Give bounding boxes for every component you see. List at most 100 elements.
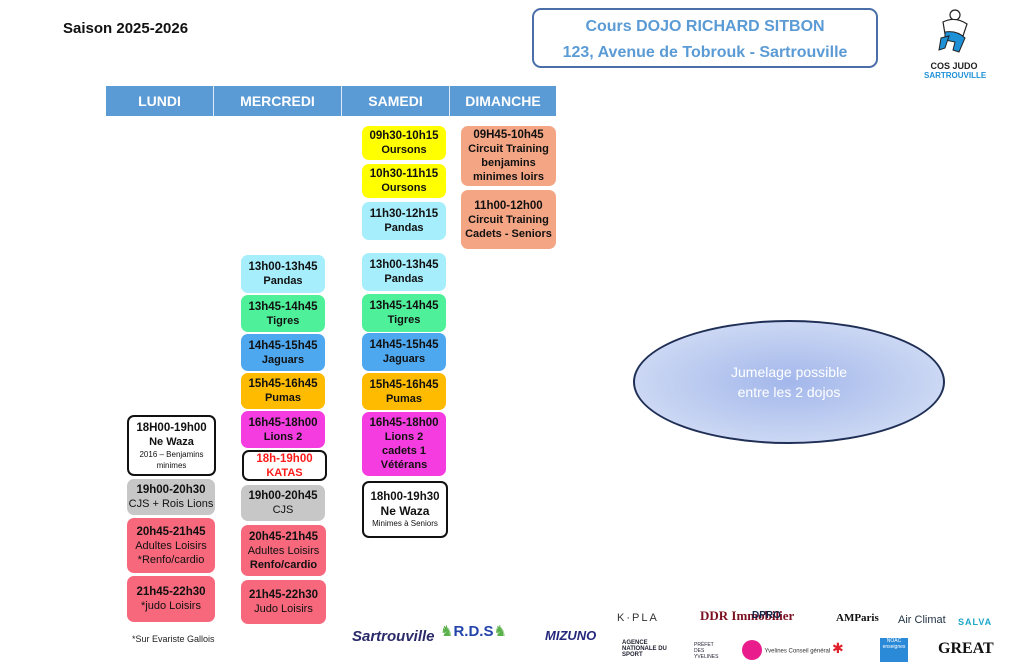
dojo-address: 123, Avenue de Tobrouk - Sartrouville	[562, 44, 848, 61]
slot-group: Jaguars	[382, 353, 426, 365]
slot-time: 18h00-19h30	[370, 491, 440, 503]
jumelage-line1: Jumelage possible	[731, 364, 847, 380]
slot-group: Ne Waza	[380, 504, 430, 518]
slot-line3: cadets 1	[381, 445, 427, 457]
mercredi-slot-jaguars: 14h45-15h45 Jaguars	[241, 334, 325, 371]
slot-group: Pumas	[385, 392, 423, 405]
slot-line3: Cadets - Seniors	[465, 227, 552, 240]
mercredi-slot-tigres: 13h45-14h45 Tigres	[241, 295, 325, 332]
slot-line3: benjamins	[481, 157, 536, 169]
slot-group: Oursons	[381, 182, 427, 194]
slot-group: CJS + Rois Lions	[128, 498, 214, 510]
mercredi-slot-judo-loisirs: 21h45-22h30 Judo Loisirs	[241, 580, 326, 624]
logo-text-sartrouville: SARTROUVILLE	[924, 71, 987, 80]
slot-sub: Minimes à Seniors	[372, 519, 438, 528]
slot-extra: Renfo/cardio	[249, 558, 318, 571]
samedi-slot-pandas-1: 11h30-12h15 Pandas	[362, 202, 446, 240]
samedi-slot-pandas-2: 13h00-13h45 Pandas	[362, 253, 446, 291]
lundi-slot-cjs: 19h00-20h30 CJS + Rois Lions	[127, 479, 215, 515]
sponsor-dpro: DPRO	[752, 610, 781, 621]
jumelage-ellipse: Jumelage possible entre les 2 dojos	[633, 320, 945, 444]
sponsor-idf: ✱	[832, 640, 844, 657]
slot-time: 18H00-19h00	[136, 421, 207, 434]
sponsor-mizuno: MIZUNO	[545, 628, 597, 643]
slot-time: 13h45-14h45	[369, 300, 439, 312]
sponsor-ans: AGENCE NATIONALE DU SPORT	[622, 640, 667, 658]
mercredi-slot-lions: 16h45-18h00 Lions 2	[241, 411, 325, 448]
lundi-slot-ne-waza: 18H00-19h00 Ne Waza 2016 – Benjamins min…	[127, 415, 216, 476]
slot-line4: Vétérans	[380, 459, 428, 471]
day-lundi: LUNDI	[106, 86, 214, 116]
slot-group: Adultes Loisirs	[135, 539, 207, 552]
day-samedi: SAMEDI	[342, 86, 450, 116]
judoka-icon	[938, 9, 968, 53]
slot-group: Circuit Training	[468, 213, 549, 226]
dojo-title-box: Cours DOJO RICHARD SITBON 123, Avenue de…	[532, 8, 878, 68]
sponsor-kpla: K·PLA	[617, 612, 659, 624]
mercredi-slot-adultes: 20h45-21h45 Adultes Loisirs Renfo/cardio	[241, 525, 326, 576]
samedi-slot-ne-waza: 18h00-19h30 Ne Waza Minimes à Seniors	[362, 481, 448, 538]
mercredi-slot-pumas: 15h45-16h45 Pumas	[241, 373, 325, 409]
samedi-slot-tigres: 13h45-14h45 Tigres	[362, 294, 446, 332]
slot-time: 09H45-10h45	[473, 129, 544, 141]
slot-group: Judo Loisirs	[254, 603, 313, 615]
slot-time: 20h45-21h45	[248, 530, 319, 543]
slot-group: CJS	[272, 504, 294, 516]
lundi-slot-adultes: 20h45-21h45 Adultes Loisirs *Renfo/cardi…	[127, 518, 215, 573]
sponsor-yvelines-label: Yvelines Conseil général	[764, 648, 831, 655]
slot-time: 21h45-22h30	[248, 589, 319, 601]
slot-group: Tigres	[266, 314, 300, 327]
mercredi-slot-pandas: 13h00-13h45 Pandas	[241, 255, 325, 293]
slot-group: Oursons	[381, 144, 427, 156]
logo-text-cos-judo: COS JUDO	[930, 61, 978, 71]
sponsor-noac: NOAC enseignes	[880, 638, 908, 662]
slot-group: *judo Loisirs	[141, 600, 201, 612]
slot-group: KATAS	[266, 466, 303, 479]
slot-time: 19h00-20h45	[248, 490, 318, 502]
slot-time: 13h00-13h45	[248, 261, 318, 273]
jumelage-line2: entre les 2 dojos	[737, 384, 841, 400]
slot-group: Jaguars	[261, 353, 305, 366]
sponsor-amparis: AMParis	[836, 612, 879, 624]
slot-time: 15h45-16h45	[248, 378, 318, 390]
sponsor-air-climat: Air Climat	[898, 614, 946, 626]
mercredi-slot-cjs: 19h00-20h45 CJS	[241, 485, 325, 521]
slot-group: Pandas	[263, 275, 303, 287]
slot-group: Pumas	[264, 392, 302, 404]
club-logo: COS JUDO SARTROUVILLE	[924, 8, 987, 80]
sponsor-prefet: PRÉFET DES YVELINES	[694, 642, 719, 660]
slot-time: 10h30-11h15	[369, 168, 439, 180]
samedi-slot-lions: 16h45-18h00 Lions 2 cadets 1 Vétérans	[362, 412, 446, 476]
slot-time: 14h45-15h45	[369, 339, 439, 351]
slot-time: 13h00-13h45	[369, 259, 439, 271]
sponsor-rds-label: R.D.S	[453, 623, 494, 640]
slot-time: 15h45-16h45	[369, 378, 439, 391]
slot-time: 16h45-18h00	[369, 417, 439, 429]
lundi-slot-judo-loisirs: 21h45-22h30 *judo Loisirs	[127, 576, 215, 622]
slot-extra: *Renfo/cardio	[137, 553, 205, 566]
slot-group: Pandas	[384, 273, 424, 285]
samedi-slot-jaguars: 14h45-15h45 Jaguars	[362, 333, 446, 371]
slot-line4: minimes loirs	[473, 171, 544, 183]
footnote: *Sur Evariste Gallois	[132, 634, 215, 644]
samedi-slot-oursons-2: 10h30-11h15 Oursons	[362, 164, 446, 198]
slot-group: Circuit Training	[468, 143, 549, 155]
slot-time: 09h30-10h15	[369, 130, 439, 142]
slot-group: Lions 2	[384, 431, 424, 443]
yvelines-logo-icon	[742, 640, 762, 660]
sponsor-salva: SALVA	[958, 617, 993, 627]
days-header: LUNDI MERCREDI SAMEDI DIMANCHE	[106, 86, 556, 116]
slot-time: 11h00-12h00	[474, 199, 543, 212]
sponsor-rds: ♞R.D.S♞	[440, 622, 507, 640]
slot-time: 19h00-20h30	[136, 484, 206, 496]
sponsor-yvelines: Yvelines Conseil général	[742, 640, 830, 660]
day-mercredi: MERCREDI	[214, 86, 342, 116]
slot-time: 11h30-12h15	[369, 208, 439, 220]
day-dimanche: DIMANCHE	[450, 86, 556, 116]
star-icon: ✱	[832, 640, 844, 656]
lion-icon: ♞	[493, 623, 507, 640]
slot-group: Pandas	[384, 222, 424, 234]
slot-time: 20h45-21h45	[136, 525, 206, 538]
slot-group: Ne Waza	[149, 435, 194, 448]
slot-group: Lions 2	[263, 430, 303, 443]
